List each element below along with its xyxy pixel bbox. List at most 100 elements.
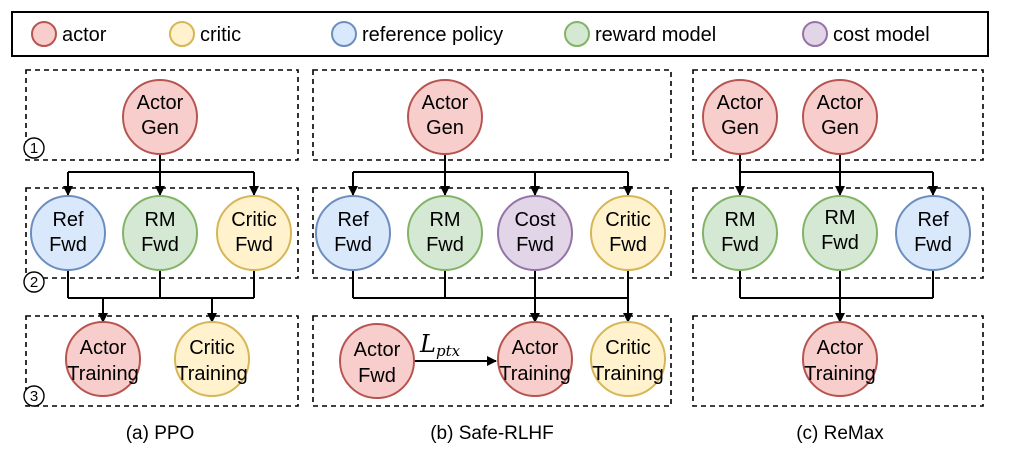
step-marker-1: 1 bbox=[23, 137, 45, 159]
node-label: RM bbox=[144, 209, 175, 231]
legend-swatch-critic bbox=[169, 21, 195, 47]
stage-box-3 bbox=[312, 315, 672, 407]
node-label: Ref bbox=[917, 209, 949, 231]
node-label: Training bbox=[176, 363, 248, 385]
node-label: Fwd bbox=[426, 234, 464, 256]
node-label: Fwd bbox=[358, 365, 396, 387]
legend-label-reward: reward model bbox=[595, 24, 716, 46]
panel-ppo: Actor Gen Ref Fwd RM Fwd Critic Fwd Acto… bbox=[23, 69, 299, 444]
node-label: Critic bbox=[605, 209, 651, 231]
node-label: Gen bbox=[721, 117, 759, 139]
node-label: Ref bbox=[337, 209, 369, 231]
node-label: Cost bbox=[514, 209, 556, 231]
legend-item-reward: reward model bbox=[564, 21, 716, 47]
node-label: Ref bbox=[52, 209, 84, 231]
legend-item-critic: critic bbox=[169, 21, 241, 47]
node-label: Actor bbox=[137, 92, 184, 114]
node-rm-fwd-1: RM Fwd bbox=[702, 195, 778, 271]
stage-box-1 bbox=[25, 69, 299, 161]
stage-box-1 bbox=[692, 69, 984, 161]
node-rm-fwd: RM Fwd bbox=[407, 195, 483, 271]
panel-caption: (a) PPO bbox=[126, 423, 195, 444]
node-actor-gen-2: Actor Gen bbox=[802, 79, 878, 155]
node-circle bbox=[407, 79, 483, 155]
node-label: Actor bbox=[717, 92, 764, 114]
legend-swatch-reference bbox=[331, 21, 357, 47]
node-label: Training bbox=[804, 363, 876, 385]
node-label: Fwd bbox=[49, 234, 87, 256]
node-label: Gen bbox=[141, 117, 179, 139]
legend-label-critic: critic bbox=[200, 24, 241, 46]
node-label: Fwd bbox=[721, 234, 759, 256]
node-circle bbox=[497, 195, 573, 271]
node-label: Training bbox=[592, 363, 664, 385]
legend-swatch-actor bbox=[31, 21, 57, 47]
node-label: Training bbox=[67, 363, 139, 385]
node-circle bbox=[216, 195, 292, 271]
step-marker-circle bbox=[23, 271, 45, 293]
panel-safe-rlhf: L ptx Actor Gen Ref Fwd RM Fwd Cost Fwd … bbox=[312, 69, 672, 444]
node-label: Gen bbox=[821, 117, 859, 139]
node-label: Actor bbox=[80, 337, 127, 359]
node-label: Fwd bbox=[516, 234, 554, 256]
node-critic-fwd: Critic Fwd bbox=[590, 195, 666, 271]
node-circle bbox=[315, 195, 391, 271]
node-label: Actor bbox=[817, 337, 864, 359]
step-marker-circle bbox=[23, 385, 45, 407]
node-circle bbox=[590, 195, 666, 271]
node-actor-training: Actor Training bbox=[497, 321, 573, 397]
node-ref-fwd: Ref Fwd bbox=[315, 195, 391, 271]
node-label: Actor bbox=[512, 337, 559, 359]
node-circle bbox=[895, 195, 971, 271]
stage-box-1 bbox=[312, 69, 672, 161]
node-circle bbox=[702, 195, 778, 271]
node-label: RM bbox=[429, 209, 460, 231]
edge-label-sub: ptx bbox=[436, 342, 461, 360]
node-label: Actor bbox=[354, 339, 401, 361]
panel-caption: (b) Safe-RLHF bbox=[430, 423, 554, 444]
node-circle bbox=[122, 79, 198, 155]
node-label: RM bbox=[724, 209, 755, 231]
node-label: RM bbox=[824, 207, 855, 229]
node-circle bbox=[30, 195, 106, 271]
legend-swatch-reward bbox=[564, 21, 590, 47]
legend-swatch-cost bbox=[802, 21, 828, 47]
node-rm-fwd: RM Fwd bbox=[122, 195, 198, 271]
node-label: Critic bbox=[231, 209, 277, 231]
edge-label-ptx-loss: L ptx bbox=[419, 330, 461, 360]
node-ref-fwd: Ref Fwd bbox=[895, 195, 971, 271]
node-critic-fwd: Critic Fwd bbox=[216, 195, 292, 271]
legend-label-actor: actor bbox=[62, 24, 107, 46]
node-ref-fwd: Ref Fwd bbox=[30, 195, 106, 271]
node-label: Actor bbox=[422, 92, 469, 114]
node-circle bbox=[802, 79, 878, 155]
node-label: Gen bbox=[426, 117, 464, 139]
node-label: Training bbox=[499, 363, 571, 385]
legend-item-cost: cost model bbox=[802, 21, 930, 47]
legend: actor critic reference policy reward mod… bbox=[11, 11, 989, 57]
node-critic-training: Critic Training bbox=[174, 321, 250, 397]
edge-label-main: L bbox=[419, 330, 436, 358]
step-marker-label: 1 bbox=[30, 140, 38, 157]
node-circle bbox=[65, 321, 141, 397]
legend-item-actor: actor bbox=[31, 21, 107, 47]
node-label: Critic bbox=[189, 337, 235, 359]
node-label: Fwd bbox=[914, 234, 952, 256]
node-rm-fwd-2: RM Fwd bbox=[802, 195, 878, 271]
node-actor-gen: Actor Gen bbox=[407, 79, 483, 155]
node-label: Critic bbox=[605, 337, 651, 359]
node-circle bbox=[802, 195, 878, 271]
node-circle bbox=[122, 195, 198, 271]
node-actor-fwd: Actor Fwd bbox=[339, 323, 415, 399]
step-marker-label: 2 bbox=[30, 274, 38, 291]
node-circle bbox=[590, 321, 666, 397]
node-circle bbox=[702, 79, 778, 155]
node-cost-fwd: Cost Fwd bbox=[497, 195, 573, 271]
node-circle bbox=[802, 321, 878, 397]
node-label: Fwd bbox=[334, 234, 372, 256]
legend-label-cost: cost model bbox=[833, 24, 930, 46]
node-circle bbox=[174, 321, 250, 397]
node-critic-training: Critic Training bbox=[590, 321, 666, 397]
panel-caption: (c) ReMax bbox=[796, 423, 884, 444]
